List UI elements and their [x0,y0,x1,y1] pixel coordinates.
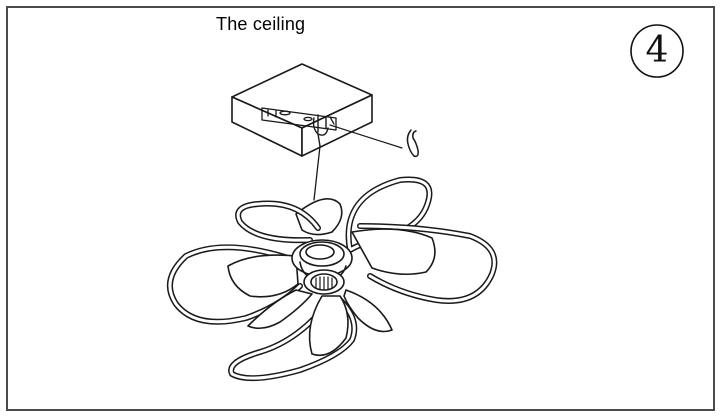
step-circle-icon [630,24,684,78]
step-number: 4 [645,30,669,71]
pull-wire [329,124,403,149]
step-badge: 4 [628,22,686,80]
hanging-cord [313,145,321,201]
ceiling-hook [312,114,329,147]
s-hook-icon [406,129,419,158]
fan-body [166,176,498,382]
ceiling-mount-box [231,63,373,157]
mounting-bracket [261,107,337,131]
diagram-frame [6,6,715,411]
ceiling-label: The ceiling [216,14,306,34]
